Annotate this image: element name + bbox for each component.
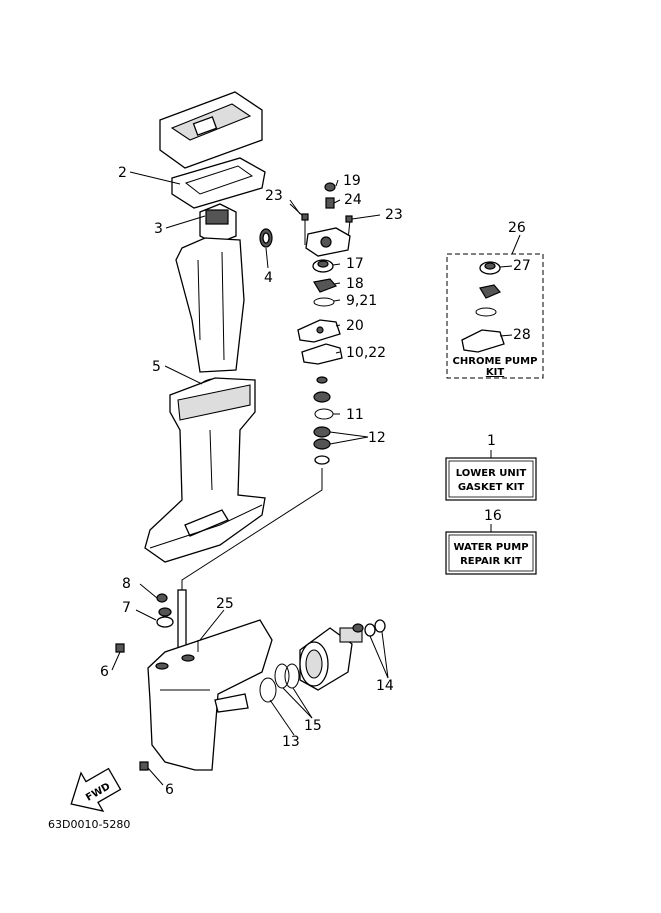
callout-5: 5 <box>152 359 161 375</box>
upper-casing <box>144 377 266 563</box>
callout-4: 4 <box>264 270 273 286</box>
callout-20: 20 <box>346 318 364 334</box>
callout-2: 2 <box>118 165 127 181</box>
callout-23-left: 23 <box>265 188 283 204</box>
callout-23-right: 23 <box>385 207 403 223</box>
callout-28: 28 <box>513 327 531 343</box>
leader-lines <box>111 171 521 786</box>
upper-mount-plate <box>159 91 263 169</box>
water-pump-stack <box>181 182 353 596</box>
callout-numbers: 2 3 4 5 19 24 23 23 17 18 9,21 20 10,22 … <box>100 165 531 798</box>
lower-casing <box>115 593 273 771</box>
chrome-pump-kit-box: CHROME PUMP KIT <box>446 253 544 379</box>
callout-14: 14 <box>376 678 394 694</box>
driveshaft-housing <box>175 237 245 373</box>
callout-12: 12 <box>368 430 386 446</box>
water-pump-repair-kit-box: WATER PUMP REPAIR KIT <box>445 524 537 575</box>
lower-unit-gasket-kit-box: LOWER UNIT GASKET KIT <box>445 450 537 501</box>
callout-24: 24 <box>344 192 362 208</box>
callout-15: 15 <box>304 718 322 734</box>
water-pump-kit-label-2: REPAIR KIT <box>460 556 522 567</box>
callout-6-upper: 6 <box>100 664 109 680</box>
seal-part-4 <box>259 228 273 248</box>
callout-27: 27 <box>513 258 531 274</box>
adapter-part-3 <box>199 203 237 245</box>
callout-1: 1 <box>487 433 496 449</box>
callout-7: 7 <box>122 600 131 616</box>
drawing-code: 63D0010-5280 <box>48 818 130 831</box>
fwd-arrow: FWD <box>70 767 122 813</box>
callout-3: 3 <box>154 221 163 237</box>
callout-16: 16 <box>484 508 502 524</box>
callout-13: 13 <box>282 734 300 750</box>
chrome-pump-kit-label-2: KIT <box>486 367 504 378</box>
water-pump-kit-label-1: WATER PUMP <box>453 542 528 553</box>
prop-shaft-housing <box>259 619 386 703</box>
lower-unit-kit-label-2: GASKET KIT <box>458 482 525 493</box>
callout-25: 25 <box>216 596 234 612</box>
chrome-pump-kit-label-1: CHROME PUMP <box>453 356 538 367</box>
callout-10-22: 10,22 <box>346 345 386 361</box>
callout-26: 26 <box>508 220 526 236</box>
callout-8: 8 <box>122 576 131 592</box>
callout-17: 17 <box>346 256 364 272</box>
lower-unit-kit-label-1: LOWER UNIT <box>456 468 527 479</box>
callout-9-21: 9,21 <box>346 293 377 309</box>
callout-11: 11 <box>346 407 364 423</box>
callout-18: 18 <box>346 276 364 292</box>
gasket-part-2 <box>171 157 266 209</box>
callout-19: 19 <box>343 173 361 189</box>
callout-6-lower: 6 <box>165 782 174 798</box>
